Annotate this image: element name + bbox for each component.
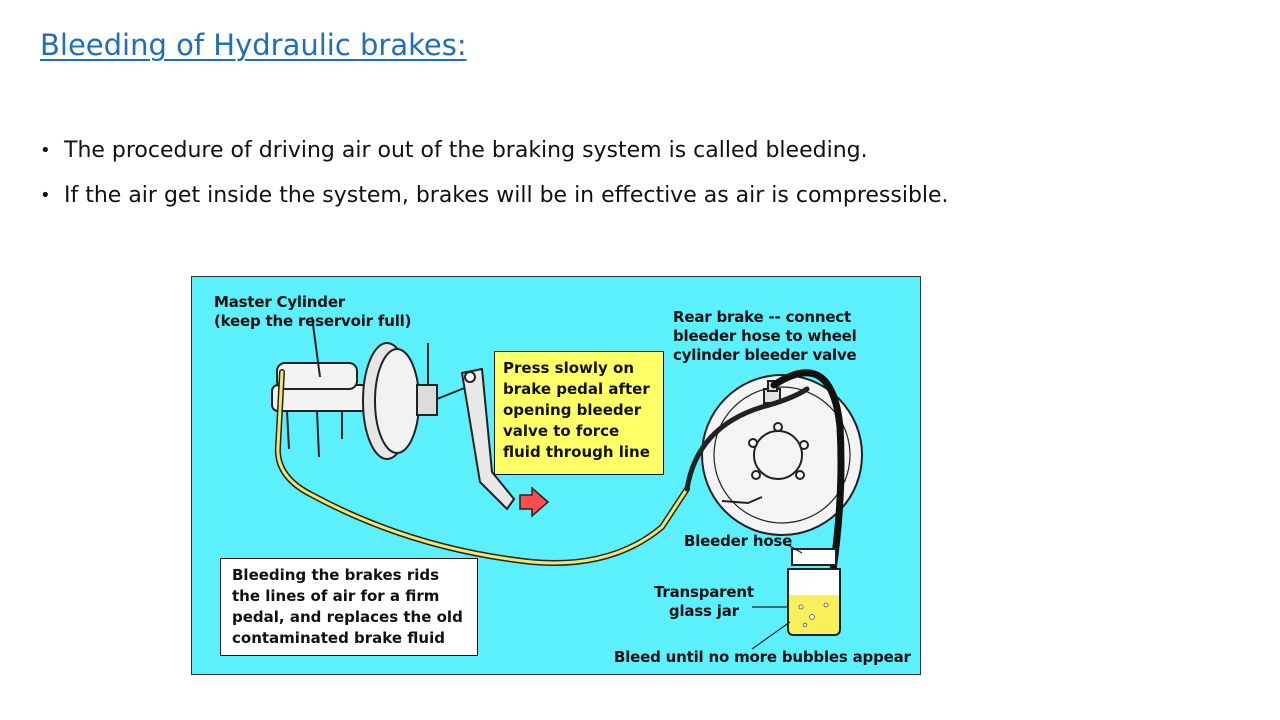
bullet-list: • The procedure of driving air out of th… [40,135,949,225]
bullet-item: • If the air get inside the system, brak… [40,180,949,225]
slide-title: Bleeding of Hydraulic brakes: [40,28,467,62]
bullet-marker: • [40,140,51,161]
bullet-item: • The procedure of driving air out of th… [40,135,949,180]
brake-pedal [460,367,516,511]
bullet-text: If the air get inside the system, brakes… [64,183,949,208]
transparent-jar-label: Transparent glass jar [654,583,754,620]
master-cylinder-label: Master Cylinder (keep the reservoir full… [214,293,412,330]
bleeder-hose [770,369,845,606]
leader-lines [751,544,803,650]
press-arrow-icon [519,486,550,518]
bleed-until-label: Bleed until no more bubbles appear [614,648,911,666]
brake-bleeding-diagram: Master Cylinder (keep the reservoir full… [191,276,921,675]
rear-brake-label: Rear brake -- connect bleeder hose to wh… [673,308,857,364]
wheel-brake-hose [684,386,810,492]
glass-jar [787,548,841,636]
bleeding-purpose-callout: Bleeding the brakes rids the lines of ai… [220,558,478,656]
bullet-marker: • [40,185,51,206]
press-pedal-callout: Press slowly on brake pedal after openin… [494,351,664,475]
bullet-text: The procedure of driving air out of the … [64,138,868,163]
brake-booster [362,342,468,460]
brake-line [274,369,690,566]
master-cylinder [271,316,368,458]
diagram-artwork [271,316,863,650]
bleeder-hose-label: Bleeder hose [684,532,793,550]
